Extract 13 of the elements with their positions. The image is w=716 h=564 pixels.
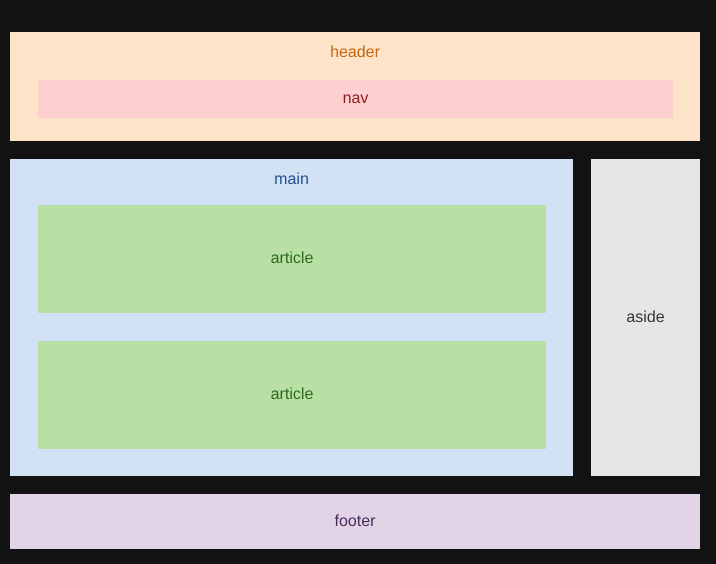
region-label: article (270, 386, 314, 404)
region-label: main (274, 171, 309, 189)
region-label: header (330, 44, 380, 62)
region-label: aside (626, 308, 665, 326)
main-region (10, 159, 573, 476)
region-label: nav (342, 90, 368, 108)
article-block (38, 205, 546, 313)
article-block (38, 341, 546, 449)
region-label: article (270, 250, 314, 268)
region-label: footer (334, 512, 376, 530)
aside-panel (591, 159, 700, 476)
header-region (10, 32, 700, 141)
footer-region (10, 494, 700, 549)
